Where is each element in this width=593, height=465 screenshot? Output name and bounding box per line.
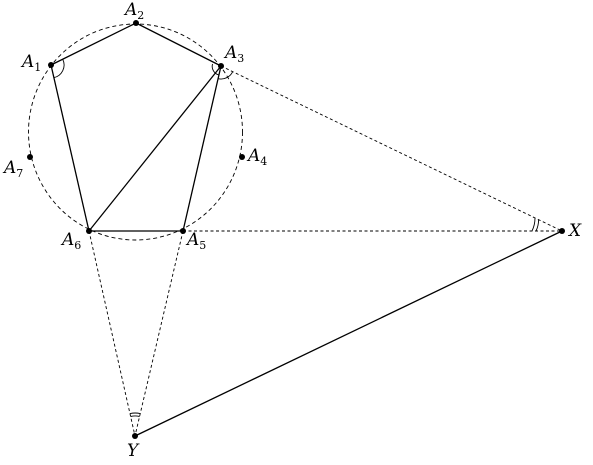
- circumcircle: [28, 23, 243, 241]
- point-a2: [133, 20, 139, 26]
- label-a6: A6: [60, 230, 81, 252]
- point-x: [559, 228, 565, 234]
- label-a3: A3: [223, 43, 244, 65]
- angle-mark-x-outer: [531, 217, 536, 232]
- label-a4: A4: [246, 146, 267, 168]
- angle-mark-a1: [53, 59, 65, 79]
- label-a7: A7: [2, 158, 23, 180]
- angle-mark-y-outer: [129, 412, 141, 415]
- dashed-a3-x: [220, 65, 563, 232]
- diagonal-a6-a3: [88, 65, 222, 232]
- point-a4: [239, 154, 245, 160]
- label-a2: A2: [123, 0, 144, 22]
- dashed-a6-y: [88, 230, 136, 437]
- segment-y-x: [134, 230, 563, 437]
- angle-mark-a3-inner: [211, 63, 220, 76]
- angle-mark-x-inner: [535, 219, 540, 232]
- point-a3: [218, 63, 224, 69]
- point-a5: [180, 228, 186, 234]
- angle-mark-a3-outer: [218, 71, 234, 80]
- dashed-a5-y: [134, 230, 184, 437]
- point-a6: [86, 228, 92, 234]
- point-y: [132, 433, 138, 439]
- label-y: Y: [127, 441, 140, 461]
- angle-mark-y-inner: [130, 415, 140, 417]
- point-a7: [27, 154, 33, 160]
- label-x: X: [567, 221, 582, 241]
- point-a1: [48, 62, 54, 68]
- label-a1: A1: [20, 52, 41, 74]
- label-a5: A5: [185, 230, 206, 252]
- pentagon-a1-a2-a3-a5-a6: [50, 22, 222, 232]
